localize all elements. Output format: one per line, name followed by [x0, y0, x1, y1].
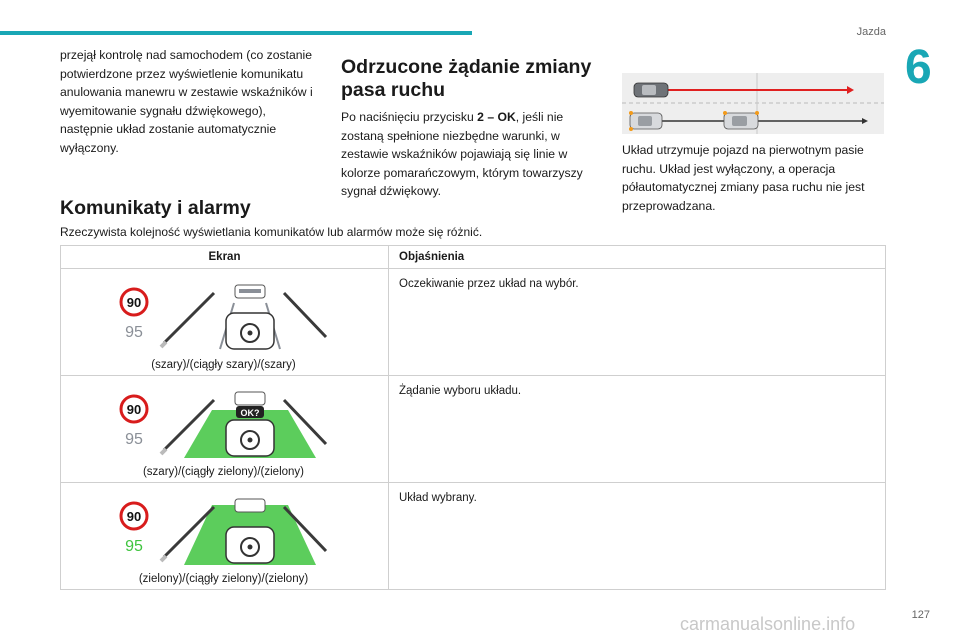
alarms-intro: Rzeczywista kolejność wyświetlania komun…	[60, 225, 483, 239]
screen-caption: (szary)/(ciągły szary)/(szary)	[151, 359, 296, 371]
header-accent-bar	[0, 31, 472, 35]
cluster-display-icon: 90 95	[119, 498, 328, 565]
chapter-number: 6	[905, 41, 932, 94]
screen-cell: 90 95 (zielony)/(ciągły zielony)/(zielon…	[60, 482, 389, 590]
cluster-display-icon: 90 95	[119, 284, 328, 350]
table-row: 90 95 (zielony)/(ciągły zielony)/(zielon…	[60, 482, 886, 590]
rejected-request-heading: Odrzucone żądanie zmiany pasa ruchu	[341, 56, 592, 101]
section-title: Jazda	[856, 26, 886, 38]
screen-caption: (zielony)/(ciągły zielony)/(zielony)	[138, 573, 309, 585]
table-row: 90 95 OK? (szary)/(ciągły zielony)/(ziel…	[60, 375, 886, 483]
ok-prompt-label: OK?	[241, 408, 260, 418]
column-header-explanation: Objaśnienia	[388, 245, 886, 269]
column-header-screen: Ekran	[60, 245, 389, 269]
alarms-heading: Komunikaty i alarmy	[60, 197, 251, 219]
lane-change-rejected-illustration	[622, 73, 884, 134]
car-icon	[723, 111, 759, 130]
watermark: carmanualsonline.info	[680, 614, 856, 634]
speed-limit-sign: 90	[127, 509, 141, 524]
explanation-cell: Żądanie wyboru układu.	[388, 375, 886, 483]
chapter-tab	[890, 36, 960, 106]
rejected-request-text: Po naciśnięciu przycisku 2 – OK, jeśli n…	[341, 110, 583, 198]
explanation-cell: Oczekiwanie przez układ na wybór.	[388, 268, 886, 376]
screen-cell: 90 95 (szary)/(ciągły szary)/(szary)	[60, 268, 389, 376]
screen-caption: (szary)/(ciągły zielony)/(zielony)	[142, 466, 305, 478]
page-number: 127	[911, 609, 930, 621]
car-icon	[633, 82, 669, 98]
table-header-row: Ekran Objaśnienia	[60, 245, 886, 269]
car-icon	[629, 111, 663, 131]
table-row: 90 95 (szary)/(ciągły szary)/(szary) Ocz…	[60, 268, 886, 376]
set-speed-value: 95	[125, 324, 143, 341]
explanation-cell: Układ wybrany.	[388, 482, 886, 590]
alarms-table: Ekran Objaśnienia 90 95 (szary)/(ciągły …	[60, 245, 886, 590]
column-2: Odrzucone żądanie zmiany pasa ruchu Po n…	[341, 56, 599, 201]
set-speed-value: 95	[125, 538, 143, 555]
column-1-text: przejął kontrolę nad samochodem (co zost…	[60, 48, 313, 155]
cluster-display-icon: 90 95 OK?	[119, 391, 328, 458]
column-3-text: Układ utrzymuje pojazd na pierwotnym pas…	[622, 143, 865, 213]
set-speed-value: 95	[125, 431, 143, 448]
speed-limit-sign: 90	[127, 295, 141, 310]
speed-limit-sign: 90	[127, 402, 141, 417]
screen-cell: 90 95 OK? (szary)/(ciągły zielony)/(ziel…	[60, 375, 389, 483]
